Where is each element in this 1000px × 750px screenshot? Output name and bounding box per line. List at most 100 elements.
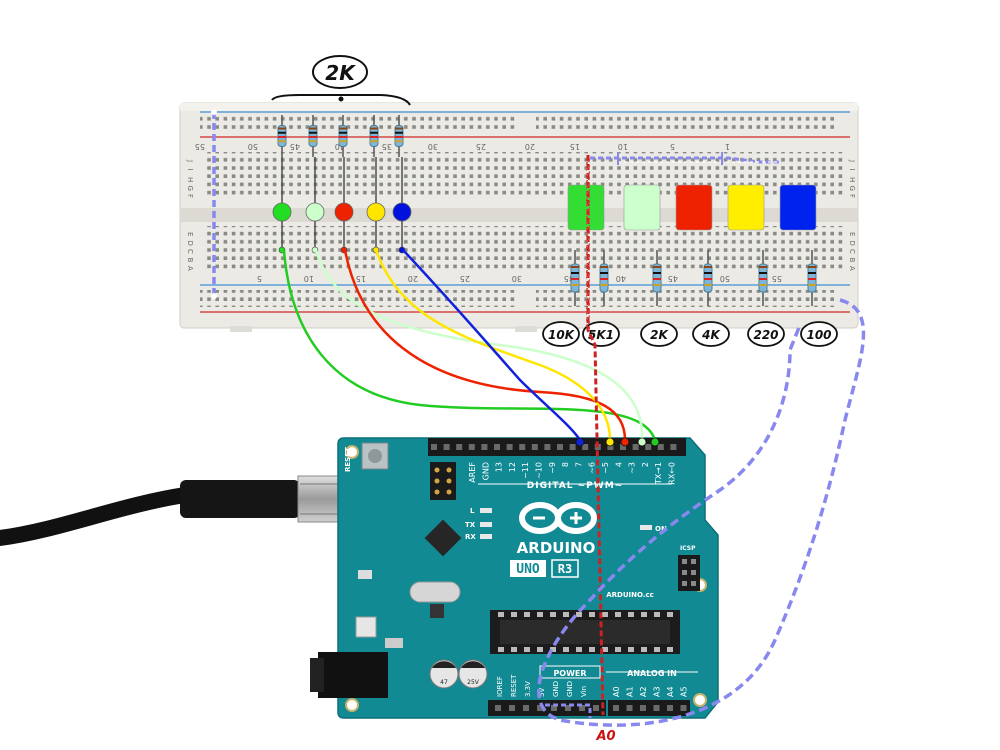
wire-ends [575,437,660,447]
filter-red [675,184,713,231]
ground-jumper-end [211,293,217,299]
row-letter: H [848,177,856,182]
analog-pin-label: A2 [639,686,648,697]
analog-pin-label: A0 [612,686,621,697]
header-pin [456,444,463,450]
digital-pin-label: 7 [574,462,583,467]
resistor-value-label: 100 [806,328,831,342]
column-number-top: 5 [670,142,675,151]
column-number-top: 50 [248,142,258,151]
column-number-top: 30 [428,142,438,151]
digital-pin-label: ~9 [548,462,557,474]
digital-pin-label: TX→1 [654,462,663,485]
digital-pin-label: GND [481,462,490,480]
analog-wire-a0 [586,155,605,716]
row-letter: I [186,169,194,171]
sensor-resistor [599,250,609,306]
power-pin-label: GND [566,681,574,697]
photoresistor-resistors [570,250,817,306]
resistor-value-label: 2K [650,328,669,342]
column-number-top: 55 [195,142,205,151]
analog-pin-label: A4 [666,686,675,697]
header-pin [613,705,619,711]
column-number-top: 35 [382,142,392,151]
header-pin [551,705,557,711]
row-letter: B [186,258,194,263]
header-pin [680,705,687,711]
led-resistor [338,115,348,157]
led-resistor [277,115,287,157]
analog-pin-label: A3 [653,686,662,697]
resistor-value-label: 220 [753,328,778,342]
a0-annotation: A0 [595,729,615,744]
header-pin [645,444,652,450]
analog-pin-label: A5 [680,686,689,697]
header-pin [531,444,538,450]
led-resistors [277,115,404,157]
resistor-value-label: 4K [701,328,721,342]
header-pin [607,444,614,450]
power-pin-label: IOREF [496,676,504,697]
capacitor-value-1: 47 [440,679,448,686]
led-signal-wires [282,249,657,441]
led-blue [392,157,412,254]
row-letter: D [848,241,856,246]
header-pin [523,705,529,711]
row-letter: I [848,169,856,171]
column-number-bottom: 45 [668,274,678,283]
row-letter: E [848,232,856,236]
digital-pin-label: RX←0 [668,462,677,485]
row-letter: F [848,194,856,198]
filter-blue [779,184,817,231]
l-label: L [470,507,475,515]
digital-pin-label: 4 [614,462,623,467]
row-letter: D [186,241,194,246]
column-number-top: 45 [290,142,300,151]
arduino-logo [519,502,598,534]
header-pin [506,444,513,450]
ground-jumper-end [211,109,217,115]
row-letter: A [186,266,194,271]
arduino-site-label: ARDUINO.cc [606,591,654,599]
column-number-bottom: 30 [512,274,522,283]
header-pin [509,705,515,711]
led-red [334,157,354,254]
rx-label: RX [465,533,476,541]
resistor-group-label: 2K [325,61,356,85]
power-pin-label: 3.3V [524,681,532,697]
header-pin [443,444,450,450]
column-number-bottom: 25 [460,274,470,283]
digital-header-label: DIGITAL ~PWM~ [527,481,623,491]
ground-loop-wire [536,298,866,727]
header-pin [653,705,660,711]
power-pin-label: RESET [510,674,518,697]
sensor-resistor [807,250,817,306]
power-pin-label: Vin [580,686,588,697]
header-pin [579,705,585,711]
digital-pin-label: ~3 [628,462,637,474]
column-number-top: 20 [525,142,535,151]
header-pin [495,705,501,711]
resistor-value-badge: 100 [800,321,838,347]
row-letter: F [186,194,194,198]
sensor-resistor [652,250,662,306]
header-pin [557,444,563,450]
icsp-label: ICSP [680,545,696,552]
resistor-group-annotation: 2K [271,55,411,106]
filter-light-green [623,184,661,231]
digital-pin-label: ~5 [601,462,610,474]
digital-pin-label: AREF [468,462,477,483]
header-pin [582,444,589,450]
header-pin [626,705,633,711]
column-number-top: 25 [476,142,486,151]
row-letter: C [848,249,856,254]
color-filters [567,184,817,231]
digital-pin-label: 12 [508,462,517,472]
sensor-resistor [758,250,768,306]
led-resistor [394,115,404,157]
row-letter: J [186,159,194,162]
wire-red [343,249,627,441]
header-pin [565,705,571,711]
